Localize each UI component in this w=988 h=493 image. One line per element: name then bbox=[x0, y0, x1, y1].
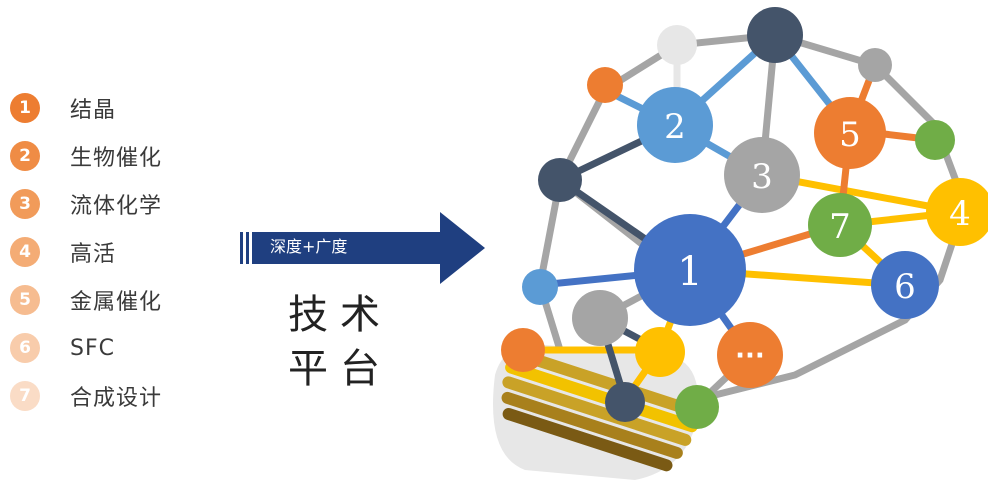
platform-title-line2: 平台 bbox=[288, 346, 392, 392]
list-item-label: SFC bbox=[70, 335, 115, 361]
lightbulb-network-illustration: 1 2 3 4 5 6 7 ··· bbox=[493, 7, 988, 480]
bulb-base-icon bbox=[493, 344, 703, 480]
depth-breadth-arrow-icon bbox=[240, 212, 485, 284]
list-item-label: 生物催化 bbox=[70, 146, 163, 171]
list-item-label: 流体化学 bbox=[70, 194, 163, 219]
list-item-metal-catalysis: 5 金属催化 bbox=[10, 284, 240, 316]
node-more: ··· bbox=[717, 322, 783, 388]
node-label: 4 bbox=[949, 194, 971, 234]
node-7: 7 bbox=[808, 193, 872, 257]
number-badge: 6 bbox=[10, 333, 40, 363]
node-1: 1 bbox=[634, 214, 746, 326]
list-item-label: 结晶 bbox=[70, 98, 117, 123]
list-item-label: 金属催化 bbox=[70, 290, 163, 315]
node-4: 4 bbox=[926, 178, 988, 246]
list-item-label: 合成设计 bbox=[70, 386, 163, 411]
number-badge: 7 bbox=[10, 381, 40, 411]
node-2: 2 bbox=[637, 87, 713, 163]
list-item-crystallization: 1 结晶 bbox=[10, 92, 240, 124]
number-badge: 3 bbox=[10, 189, 40, 219]
node-label: ··· bbox=[735, 341, 765, 371]
list-item-flow-chemistry: 3 流体化学 bbox=[10, 188, 240, 220]
node-label: 5 bbox=[839, 115, 861, 155]
number-badge: 2 bbox=[10, 141, 40, 171]
node-5: 5 bbox=[814, 97, 886, 169]
list-item-biocatalysis: 2 生物催化 bbox=[10, 140, 240, 172]
number-badge: 1 bbox=[10, 93, 40, 123]
node-label: 2 bbox=[664, 107, 686, 147]
node-3: 3 bbox=[724, 137, 800, 213]
node-6: 6 bbox=[871, 251, 939, 319]
list-item-high-potency: 4 高活 bbox=[10, 236, 240, 268]
arrow-label: 深度+广度 bbox=[270, 237, 348, 256]
node-label: 3 bbox=[751, 157, 773, 197]
node-label: 7 bbox=[829, 207, 851, 247]
list-item-synthesis-design: 7 合成设计 bbox=[10, 380, 240, 412]
number-badge: 5 bbox=[10, 285, 40, 315]
node-label: 6 bbox=[894, 267, 916, 307]
number-badge: 4 bbox=[10, 237, 40, 267]
list-item-sfc: 6 SFC bbox=[10, 332, 240, 364]
list-item-label: 高活 bbox=[70, 242, 117, 267]
node-label: 1 bbox=[677, 249, 702, 295]
platform-title-line1: 技术 bbox=[288, 292, 392, 338]
